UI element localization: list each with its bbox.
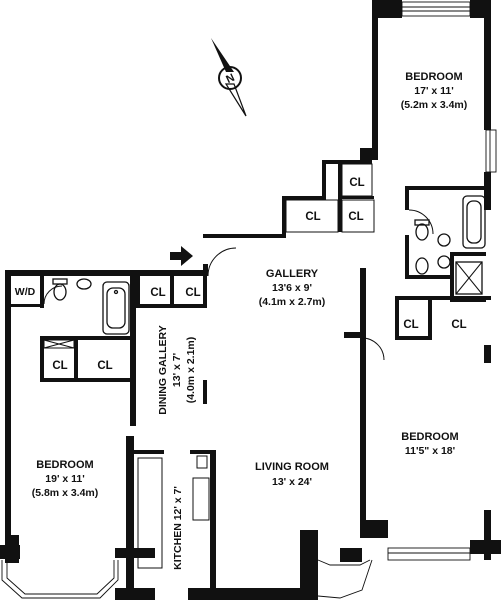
room-dimensions-ft: 13' x 24': [272, 476, 312, 488]
bathtub-right: [462, 195, 486, 249]
room-label-living-room: LIVING ROOM 13' x 24': [255, 461, 329, 488]
room-name: DINING GALLERY: [157, 325, 169, 414]
fixtures: [43, 195, 486, 349]
room-name: LIVING ROOM: [255, 461, 329, 473]
room-dimensions-m: (5.8m x 3.4m): [32, 487, 99, 499]
room-dimensions-ft: 13' x 7': [171, 353, 183, 387]
room-name: BEDROOM: [401, 431, 458, 443]
closet-label: CL: [150, 287, 165, 299]
sink-right-lower: [437, 255, 451, 269]
room-dimensions-ft: 17' x 11': [414, 85, 453, 97]
closet-labels: CL CL CL CL CL CL CL CL CL: [52, 177, 466, 372]
shower: [455, 261, 483, 295]
entry-arrow-icon: [170, 246, 193, 266]
room-name: KITCHEN 12' x 7': [172, 486, 184, 570]
room-dimensions-ft: 11'5" x 18': [405, 445, 455, 457]
room-name: GALLERY: [266, 268, 319, 280]
toilet-right-upper: [415, 223, 429, 241]
closet-label: CL: [305, 211, 320, 223]
room-dimensions-ft: 19' x 11': [45, 473, 84, 485]
room-name: BEDROOM: [36, 459, 93, 471]
door-swings: [43, 209, 434, 361]
interior-walls: [11, 160, 491, 588]
closet-label: CL: [348, 211, 363, 223]
closet-label: CL: [97, 360, 112, 372]
room-label-gallery: GALLERY 13'6 x 9' (4.1m x 2.7m): [259, 268, 326, 308]
room-label-bedroom-top-right: BEDROOM 17' x 11' (5.2m x 3.4m): [401, 71, 468, 111]
compass-needle-icon: [211, 38, 234, 72]
closet-label: CL: [451, 319, 466, 331]
sink-left: [76, 278, 92, 290]
sink-right-upper: [437, 233, 451, 247]
room-label-laundry: W/D: [15, 286, 36, 298]
room-dimensions-ft: 13'6 x 9': [272, 282, 312, 294]
room-label-kitchen: KITCHEN 12' x 7': [172, 486, 184, 570]
room-dimensions-m: (5.2m x 3.4m): [401, 99, 468, 111]
closet-label: CL: [52, 360, 67, 372]
closet-label: CL: [185, 287, 200, 299]
closet-label: CL: [403, 319, 418, 331]
closet-label: CL: [349, 177, 364, 189]
bathtub-left: [102, 281, 130, 335]
room-dimensions-m: (4.1m x 2.7m): [259, 296, 326, 308]
room-name: BEDROOM: [405, 71, 462, 83]
room-label-dining-gallery: DINING GALLERY 13' x 7' (4.0m x 2.1m): [157, 325, 197, 414]
compass: N: [211, 38, 247, 117]
room-label-bedroom-left: BEDROOM 19' x 11' (5.8m x 3.4m): [32, 459, 99, 499]
toilet-right-lower: [415, 257, 429, 275]
room-label-bedroom-right: BEDROOM 11'5" x 18': [401, 431, 458, 457]
room-dimensions-m: (4.0m x 2.1m): [185, 337, 197, 404]
